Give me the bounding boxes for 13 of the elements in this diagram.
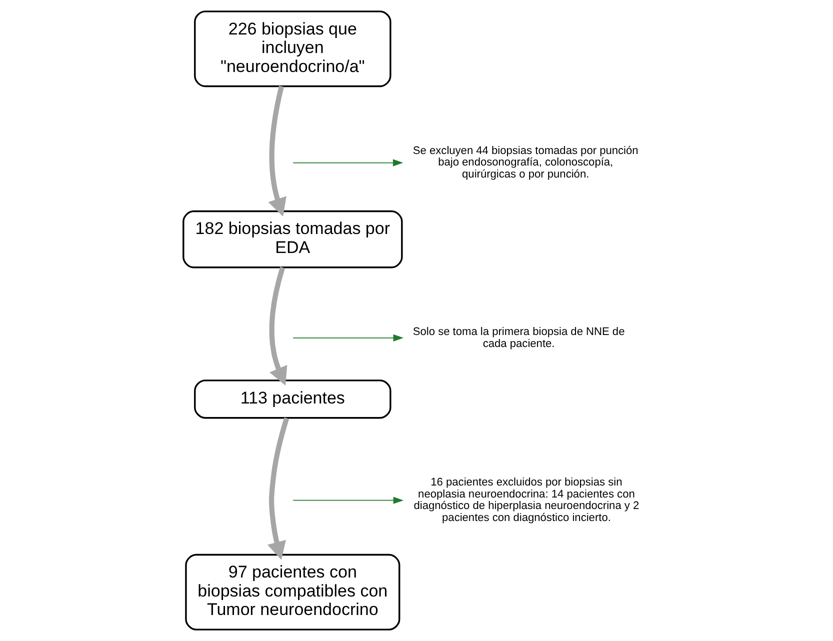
arrow (292, 334, 403, 342)
node-text: Se excluyen 44 biopsias tomadas por punción bajo endosonografía, colonoscopía, quirúrgicas o por punción. (412, 144, 638, 181)
node-box: 182 biopsias tomadas por EDA (182, 210, 402, 268)
node-box: 113 pacientes (194, 380, 391, 419)
node-text: 16 pacientes excluidos por biopsias sin neoplasia neuroendocrina: 14 pacientes con diagnóstico de hiperplasia neuroendocrina y 2 pacientes con diagnóstico incierto. (413, 476, 639, 524)
arrow (292, 159, 403, 166)
arrow (292, 496, 404, 504)
node-box: 226 biopsias que incluyen "neuroendocrino/a" (194, 10, 391, 88)
arrow (268, 266, 287, 386)
node-box: 97 pacientes con biopsias compatibles con Tumor neuroendocrino (184, 554, 400, 630)
arrow (268, 86, 286, 216)
node-text: Solo se toma la primera biopsia de NNE de cada paciente. (412, 326, 624, 350)
arrow (266, 417, 289, 560)
